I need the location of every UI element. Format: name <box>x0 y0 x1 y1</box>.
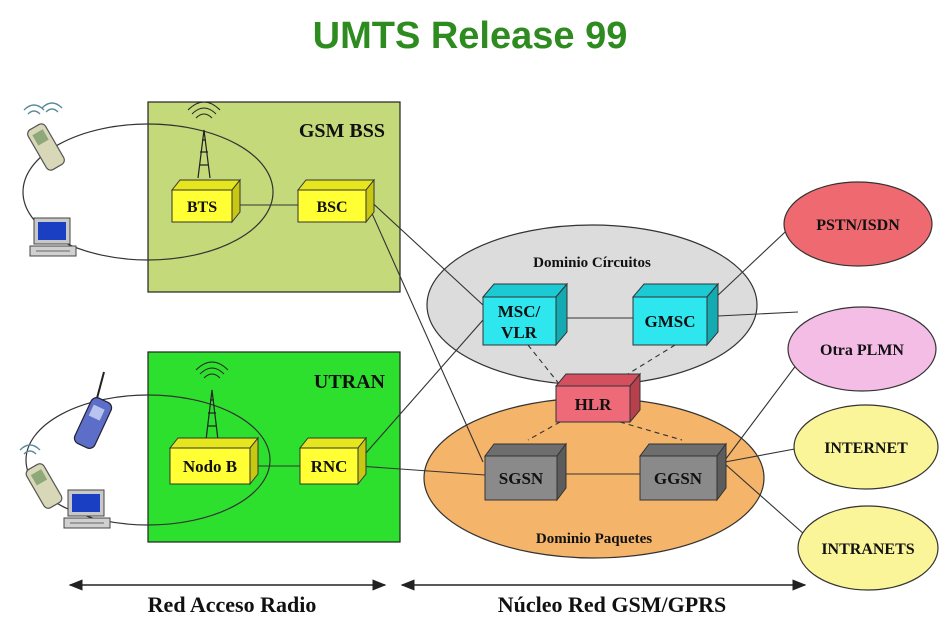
circuits-domain-label: Dominio Círcuitos <box>533 255 651 271</box>
intranets-network: INTRANETS <box>797 505 939 591</box>
rnc-label: RNC <box>311 457 348 476</box>
sgsn-node: SGSN <box>484 442 567 502</box>
sgsn-label: SGSN <box>499 469 544 488</box>
gmsc-node: GMSC <box>631 282 720 347</box>
internet-network: INTERNET <box>793 404 939 490</box>
msc-label-line2: VLR <box>501 323 538 342</box>
gmsc-label: GMSC <box>645 312 696 331</box>
gsm-bss-label: GSM BSS <box>299 120 385 142</box>
nodo-b-tower-icon <box>195 361 229 441</box>
bts-tower-icon <box>187 101 221 179</box>
gsm-coverage-loop <box>22 123 274 261</box>
rnc-node: RNC <box>298 436 368 486</box>
gsm-computer-icon <box>29 217 77 257</box>
msc-vlr-node: MSC/ VLR <box>481 282 569 347</box>
hlr-node: HLR <box>554 372 642 424</box>
utran-gsm-phone-icon <box>19 444 63 509</box>
ggsn-label: GGSN <box>654 469 703 488</box>
ggsn-node: GGSN <box>639 442 727 502</box>
bts-node: BTS <box>170 178 242 224</box>
gsm-phone-icon <box>23 102 65 171</box>
pstn-network: PSTN/ISDN <box>783 181 933 267</box>
bsc-label: BSC <box>316 199 347 216</box>
utran-computer-icon <box>63 489 111 529</box>
nodo-b-label: Nodo B <box>183 457 237 476</box>
utran-coverage-loop <box>25 394 271 526</box>
bts-label: BTS <box>187 199 217 216</box>
intranets-label: INTRANETS <box>821 541 914 558</box>
plmn-label: Otra PLMN <box>820 342 904 359</box>
radio-access-label: Red Acceso Radio <box>148 592 317 617</box>
utran-phone-icon <box>73 371 113 449</box>
core-network-label: Núcleo Red GSM/GPRS <box>498 592 727 617</box>
packets-domain-label: Dominio Paquetes <box>536 531 652 547</box>
bsc-node: BSC <box>296 178 376 224</box>
plmn-network: Otra PLMN <box>787 306 937 392</box>
internet-label: INTERNET <box>824 440 908 457</box>
hlr-label: HLR <box>575 395 613 414</box>
pstn-label: PSTN/ISDN <box>816 217 900 234</box>
utran-label: UTRAN <box>314 371 386 393</box>
page-title: UMTS Release 99 <box>313 15 628 57</box>
msc-label-line1: MSC/ <box>498 302 541 321</box>
nodo-b-node: Nodo B <box>168 436 260 486</box>
